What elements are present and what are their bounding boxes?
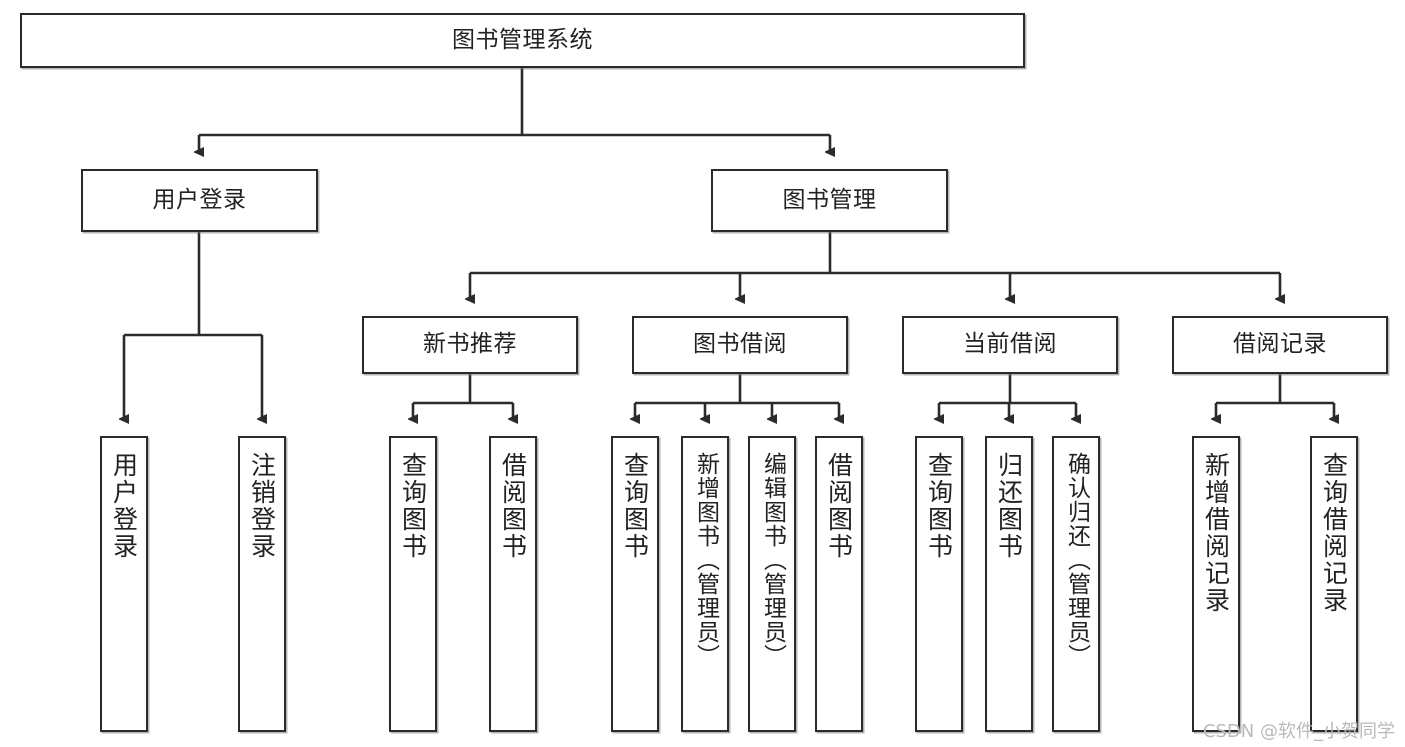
node-leaf-return-book-label: 归还图书 [994, 452, 1024, 560]
node-leaf-add-borrow-record-label: 新增借阅记录 [1201, 452, 1231, 614]
node-leaf-confirm-return-admin-label: 确认归还（管理员） [1063, 452, 1090, 668]
node-user-login-label: 用户登录 [152, 186, 247, 213]
node-leaf-user-logout-label: 注销登录 [247, 452, 277, 560]
node-leaf-query-book-3-label: 查询图书 [924, 452, 954, 560]
node-leaf-user-login-label: 用户登录 [109, 452, 139, 560]
node-current-borrow-label: 当前借阅 [963, 331, 1057, 358]
node-borrow-records-label: 借阅记录 [1233, 331, 1327, 358]
node-leaf-add-book-admin-label: 新增图书（管理员） [692, 452, 719, 668]
node-book-borrow-label: 图书借阅 [693, 331, 787, 358]
node-leaf-query-book-1-label: 查询图书 [398, 452, 428, 560]
node-book-management[interactable]: 图书管理 [711, 169, 948, 232]
node-leaf-edit-book-admin-label: 编辑图书（管理员） [759, 452, 786, 668]
node-book-borrow[interactable]: 图书借阅 [632, 316, 848, 374]
node-borrow-records[interactable]: 借阅记录 [1172, 316, 1388, 374]
node-leaf-borrow-book-2[interactable]: 借阅图书 [815, 436, 863, 732]
node-leaf-query-borrow-record-label: 查询借阅记录 [1319, 452, 1349, 614]
node-new-book-recommend-label: 新书推荐 [423, 331, 517, 358]
node-leaf-query-book-2[interactable]: 查询图书 [611, 436, 659, 732]
node-new-book-recommend[interactable]: 新书推荐 [362, 316, 578, 374]
node-user-login[interactable]: 用户登录 [81, 169, 318, 232]
node-leaf-return-book[interactable]: 归还图书 [985, 436, 1033, 732]
node-leaf-confirm-return-admin[interactable]: 确认归还（管理员） [1052, 436, 1100, 732]
node-leaf-query-borrow-record[interactable]: 查询借阅记录 [1310, 436, 1358, 732]
node-leaf-edit-book-admin[interactable]: 编辑图书（管理员） [748, 436, 796, 732]
node-leaf-borrow-book-2-label: 借阅图书 [824, 452, 854, 560]
node-leaf-borrow-book-1-label: 借阅图书 [498, 452, 528, 560]
node-leaf-add-borrow-record[interactable]: 新增借阅记录 [1192, 436, 1240, 732]
node-root[interactable]: 图书管理系统 [20, 13, 1025, 68]
node-leaf-user-login[interactable]: 用户登录 [100, 436, 148, 732]
node-leaf-user-logout[interactable]: 注销登录 [238, 436, 286, 732]
node-book-management-label: 图书管理 [782, 186, 877, 213]
node-leaf-query-book-3[interactable]: 查询图书 [915, 436, 963, 732]
node-leaf-add-book-admin[interactable]: 新增图书（管理员） [681, 436, 729, 732]
watermark-text: CSDN @软件_小贺同学 [1202, 721, 1395, 742]
node-leaf-borrow-book-1[interactable]: 借阅图书 [489, 436, 537, 732]
node-leaf-query-book-1[interactable]: 查询图书 [389, 436, 437, 732]
node-root-label: 图书管理系统 [452, 26, 593, 53]
node-current-borrow[interactable]: 当前借阅 [902, 316, 1118, 374]
node-leaf-query-book-2-label: 查询图书 [620, 452, 650, 560]
